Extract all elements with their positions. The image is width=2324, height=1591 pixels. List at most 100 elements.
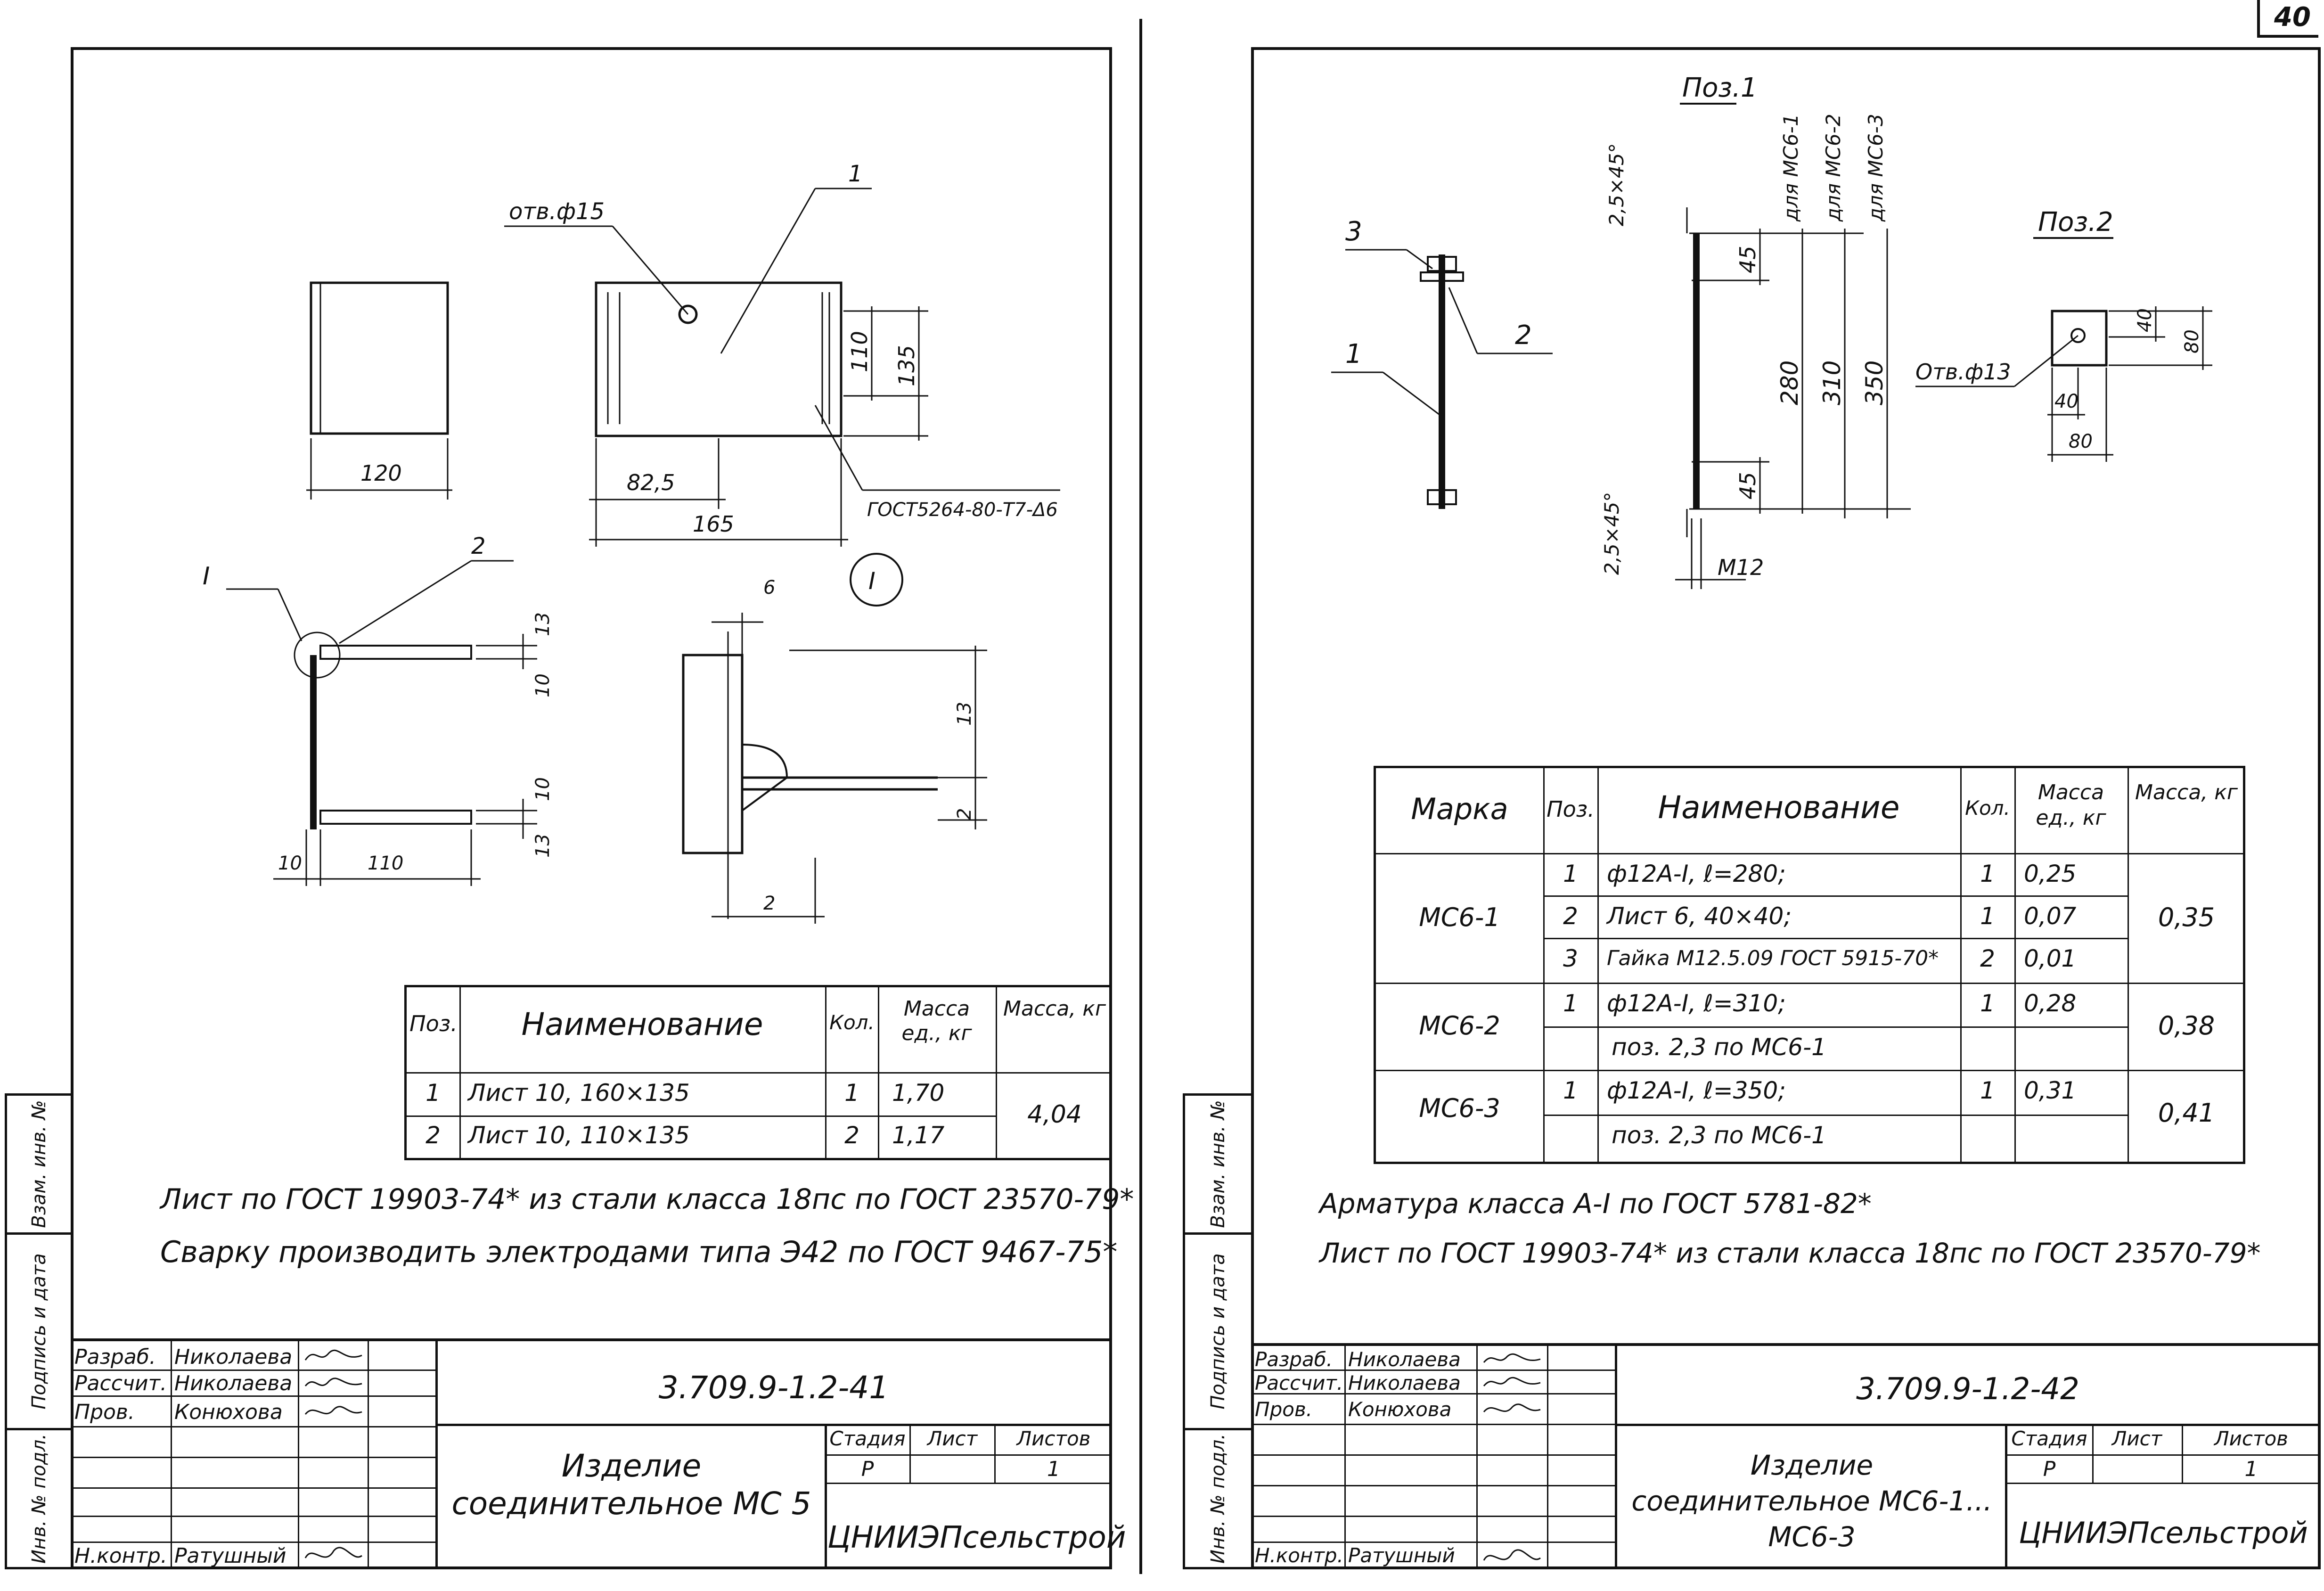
g1-r3-unit: 0,01: [2024, 945, 2077, 972]
dim-2-bottom: 2: [763, 893, 775, 914]
dim-310: 310: [1818, 361, 1846, 405]
role-1: Разраб.: [74, 1345, 156, 1369]
r-signature-marks: [1483, 1353, 1541, 1561]
total-mc6-1: 0,35: [2158, 902, 2215, 932]
side-stamp-label: Инв. № подл.: [28, 1434, 50, 1564]
mark-mc6-3: МС6-3: [1419, 1093, 1500, 1123]
r-sheets-value: 1: [2244, 1457, 2258, 1481]
g1-r1-qty: 1: [1980, 860, 1995, 887]
side-stamp-label: Подпись и дата: [28, 1253, 50, 1410]
chamfer-top: 2,5×45°: [1605, 143, 1628, 226]
thread-label: М12: [1718, 555, 1764, 580]
side-stamp-inv: Инв. № подл.: [5, 1428, 73, 1569]
side-stamp-podpis-r: Подпись и дата: [1183, 1232, 1253, 1430]
callout-3: 3: [1345, 216, 1362, 247]
hole-15: [678, 304, 698, 324]
stage-label: Стадия: [829, 1427, 906, 1450]
plate-plan-view: [595, 281, 843, 437]
sheets-value: 1: [1047, 1457, 1060, 1481]
table-row-1-qty: 1: [844, 1079, 859, 1107]
left-spec-table: Поз. Наименование Кол. Масса ед., кг Мас…: [404, 985, 1112, 1160]
detail-ref-label: I: [203, 562, 210, 590]
dim-45-top: 45: [1735, 246, 1760, 273]
nut-bottom: [1427, 489, 1457, 505]
detail-plate: [682, 654, 744, 854]
name-2: Николаева: [174, 1371, 293, 1395]
role-3: Пров.: [74, 1400, 135, 1424]
side-stamp-label: Взам. инв. №: [1207, 1100, 1229, 1228]
r-name-1: Николаева: [1348, 1348, 1461, 1371]
table-row-1-pos: 1: [426, 1079, 441, 1107]
dim-110: 110: [847, 331, 872, 372]
total-mc6-3: 0,41: [2158, 1098, 2215, 1128]
table-total-mass: 4,04: [1027, 1100, 1082, 1129]
role-2: Рассчит.: [74, 1371, 167, 1395]
callout-1-r: 1: [1345, 339, 1362, 369]
gost-weld-label: ГОСТ5264-80-Т7-Δ6: [867, 499, 1058, 521]
sheet-label: Лист: [927, 1427, 978, 1450]
table-header-pos: Поз.: [409, 1011, 458, 1036]
center-divider: [1139, 19, 1142, 1574]
g1-r1-unit: 0,25: [2024, 860, 2077, 887]
mark-mc6-2: МС6-2: [1419, 1011, 1500, 1041]
side-stamp-podpis: Подпись и дата: [5, 1232, 73, 1430]
g1-r1-name: ф12А-I, ℓ=280;: [1607, 860, 1786, 887]
r-header-pos: Поз.: [1547, 796, 1595, 822]
right-spec-table: Марка Поз. Наименование Кол. Масса ед., …: [1374, 766, 2245, 1164]
organization: ЦНИИЭПсельстрой: [827, 1520, 1126, 1555]
page-number-box: 40: [2257, 0, 2318, 38]
left-title-block: Разраб. Рассчит. Пров. Н.контр. Николаев…: [71, 1338, 1126, 1572]
signature-marks: [304, 1349, 362, 1558]
name-1: Николаева: [174, 1345, 293, 1369]
r-name-2: Николаева: [1348, 1371, 1461, 1394]
g1-r2-pos: 2: [1563, 902, 1578, 930]
detail-circle: [294, 631, 341, 679]
g3-r1-qty: 1: [1980, 1077, 1995, 1104]
table-row-1-name: Лист 10, 160×135: [468, 1079, 690, 1107]
mark-mc6-1: МС6-1: [1419, 902, 1500, 932]
chamfer-bottom: 2,5×45°: [1600, 492, 1623, 575]
name-6: Ратушный: [174, 1544, 286, 1568]
dim-120: 120: [360, 460, 402, 486]
table-header-name: Наименование: [521, 1006, 763, 1042]
hole-label: отв.ф15: [509, 198, 605, 225]
left-drawing: отв.ф15 1 ГОСТ5264-80-Т7-Δ6 120 110 135 …: [203, 161, 1060, 924]
g1-r3-qty: 2: [1980, 945, 1995, 972]
r-role-6: Н.контр.: [1255, 1544, 1343, 1567]
page-number: 40: [2274, 2, 2311, 33]
r-sheets-label: Листов: [2214, 1427, 2288, 1450]
left-note-1: Лист по ГОСТ 19903-74* из стали класса 1…: [160, 1183, 1134, 1216]
g2-r1-unit: 0,28: [2024, 990, 2077, 1017]
detail-i-circle: [850, 553, 903, 607]
g2-r1-name: ф12А-I, ℓ=310;: [1607, 990, 1786, 1017]
dim-13-bottom: 13: [532, 834, 554, 858]
drawing-code: 3.709.9-1.2-41: [658, 1370, 889, 1406]
g2-r2-name: поз. 2,3 по МС6-1: [1612, 1033, 1826, 1061]
g3-r1-name: ф12А-I, ℓ=350;: [1607, 1077, 1786, 1104]
g2-r1-qty: 1: [1980, 990, 1995, 1017]
dim-40-v: 40: [2134, 308, 2156, 332]
for-mc6-2: для МС6-2: [1822, 114, 1845, 222]
table-row-2-pos: 2: [426, 1122, 441, 1149]
g1-r1-pos: 1: [1563, 860, 1578, 887]
g3-r1-pos: 1: [1563, 1077, 1578, 1104]
plate-pos2: [2051, 310, 2108, 367]
right-note-2: Лист по ГОСТ 19903-74* из стали класса 1…: [1319, 1237, 2261, 1269]
table-row-2-name: Лист 10, 110×135: [468, 1122, 690, 1149]
side-stamp-label: Взам. инв. №: [28, 1100, 50, 1228]
r-role-2: Рассчит.: [1255, 1371, 1343, 1394]
side-stamp-label: Инв. № подл.: [1207, 1434, 1229, 1564]
hole-13: [2070, 328, 2086, 343]
r-drawing-title: Изделие соединительное МС6-1... МС6-3: [1631, 1449, 1992, 1553]
callout-1: 1: [848, 161, 863, 187]
right-drawing: Поз.1 Поз.2 3 2 1 2,5×45° 2,5×45° для МС…: [1331, 73, 2212, 589]
table-row-1-unit: 1,70: [892, 1079, 945, 1107]
r-role-1: Разраб.: [1255, 1348, 1333, 1371]
right-sheet: [1251, 47, 2321, 1569]
dim-40-h: 40: [2054, 391, 2079, 412]
section-flange-top: [319, 645, 472, 660]
total-mc6-2: 0,38: [2158, 1011, 2215, 1041]
dim-82-5: 82,5: [627, 470, 675, 495]
g1-r3-name: Гайка М12.5.09 ГОСТ 5915-70*: [1607, 946, 1939, 970]
section-flange-bottom: [319, 810, 472, 825]
